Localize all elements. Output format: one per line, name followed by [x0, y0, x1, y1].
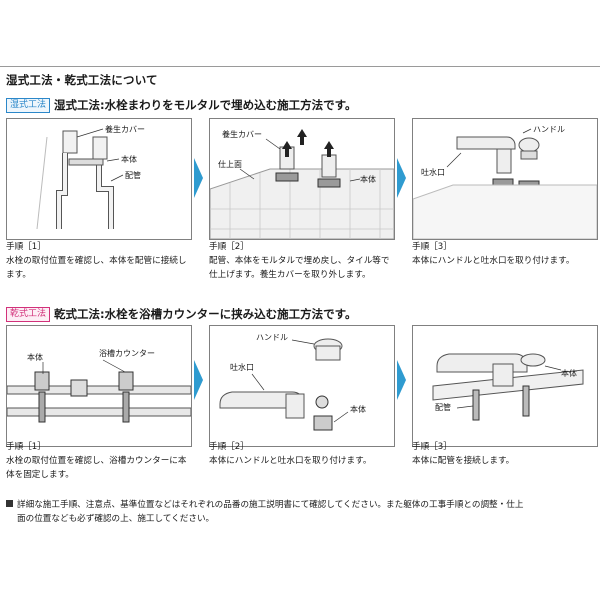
callout-spout: 吐水口 [230, 362, 254, 372]
wet-step1-diagram: 養生カバー 本体 配管 [7, 119, 191, 239]
bullet-square-icon [6, 500, 13, 507]
step-description: 配管、本体をモルタルで埋め戻し、タイル等で仕上げます。養生カバーを取り外します。 [209, 256, 390, 280]
wet-step3-text: 手順［3］ 本体にハンドルと吐水口を取り付けます。 [412, 240, 596, 268]
dry-step1-diagram: 本体 浴槽カウンター [7, 326, 191, 438]
callout-body: 本体 [27, 352, 43, 362]
callout-body: 本体 [121, 154, 137, 164]
dry-step2-diagram: ハンドル 吐水口 本体 [210, 326, 394, 438]
callout-pipe: 配管 [125, 170, 141, 180]
wet-section-title: 湿式工法:水栓まわりをモルタルで埋め込む施工方法です。 [54, 98, 357, 112]
wet-step1-text: 手順［1］ 水栓の取付位置を確認し、本体を配管に接続します。 [6, 240, 190, 282]
dry-step2-illustration: ハンドル 吐水口 本体 [209, 325, 395, 447]
step-label: 手順［2］ [209, 442, 249, 452]
wet-step3-diagram: ハンドル 吐水口 [413, 119, 597, 239]
page-title: 湿式工法・乾式工法について [6, 73, 158, 87]
footnote-line1: 詳細な施工手順、注意点、基準位置などはそれぞれの品番の施工説明書にて確認してくだ… [17, 500, 524, 510]
footnote-line2: 面の位置なども必ず確認の上、施工してください。 [17, 514, 215, 524]
dry-step1-text: 手順［1］ 水栓の取付位置を確認し、浴槽カウンターに本体を固定します。 [6, 440, 190, 482]
step-description: 本体に配管を接続します。 [412, 456, 515, 466]
dry-step3-diagram: 本体 配管 [413, 326, 597, 438]
step-label: 手順［3］ [412, 442, 452, 452]
dry-step3-illustration: 本体 配管 [412, 325, 598, 447]
wet-step2-diagram: 養生カバー 仕上面 本体 [210, 119, 394, 239]
step-description: 本体にハンドルと吐水口を取り付けます。 [209, 456, 372, 466]
wet-step3-illustration: ハンドル 吐水口 [412, 118, 598, 240]
dry-section-title: 乾式工法:水栓を浴槽カウンターに挟み込む施工方法です。 [54, 307, 357, 321]
wet-step2-illustration: 養生カバー 仕上面 本体 [209, 118, 395, 240]
step-label: 手順［2］ [209, 242, 249, 252]
callout-handle: ハンドル [533, 125, 565, 134]
step-arrow [194, 158, 203, 198]
callout-pipe: 配管 [435, 402, 451, 412]
step-description: 水栓の取付位置を確認し、浴槽カウンターに本体を固定します。 [6, 456, 187, 480]
step-arrow [194, 360, 203, 400]
wet-step1-illustration: 養生カバー 本体 配管 [6, 118, 192, 240]
step-description: 本体にハンドルと吐水口を取り付けます。 [412, 256, 575, 266]
callout-body: 本体 [561, 368, 577, 378]
step-label: 手順［3］ [412, 242, 452, 252]
footnote: 詳細な施工手順、注意点、基準位置などはそれぞれの品番の施工説明書にて確認してくだ… [6, 498, 596, 526]
dry-step2-text: 手順［2］ 本体にハンドルと吐水口を取り付けます。 [209, 440, 393, 468]
wet-step2-text: 手順［2］ 配管、本体をモルタルで埋め戻し、タイル等で仕上げます。養生カバーを取… [209, 240, 393, 282]
callout-body: 本体 [350, 404, 366, 414]
wet-section-header: 湿式工法 湿式工法:水栓まわりをモルタルで埋め込む施工方法です。 [6, 97, 356, 113]
callout-surface: 仕上面 [218, 159, 242, 169]
callout-cover: 養生カバー [105, 124, 145, 134]
callout-handle: ハンドル [256, 333, 288, 342]
dry-step1-illustration: 本体 浴槽カウンター [6, 325, 192, 447]
callout-cover: 養生カバー [222, 129, 262, 139]
dry-method-tag: 乾式工法 [6, 306, 51, 322]
step-label: 手順［1］ [6, 242, 46, 252]
step-arrow [397, 360, 406, 400]
callout-spout: 吐水口 [421, 167, 445, 177]
top-rule [0, 66, 600, 67]
step-description: 水栓の取付位置を確認し、本体を配管に接続します。 [6, 256, 187, 280]
step-arrow [397, 158, 406, 198]
step-label: 手順［1］ [6, 442, 46, 452]
dry-step3-text: 手順［3］ 本体に配管を接続します。 [412, 440, 596, 468]
callout-counter: 浴槽カウンター [99, 348, 155, 358]
dry-section-header: 乾式工法 乾式工法:水栓を浴槽カウンターに挟み込む施工方法です。 [6, 306, 356, 322]
wet-method-tag: 湿式工法 [6, 97, 51, 113]
callout-body: 本体 [360, 174, 376, 184]
